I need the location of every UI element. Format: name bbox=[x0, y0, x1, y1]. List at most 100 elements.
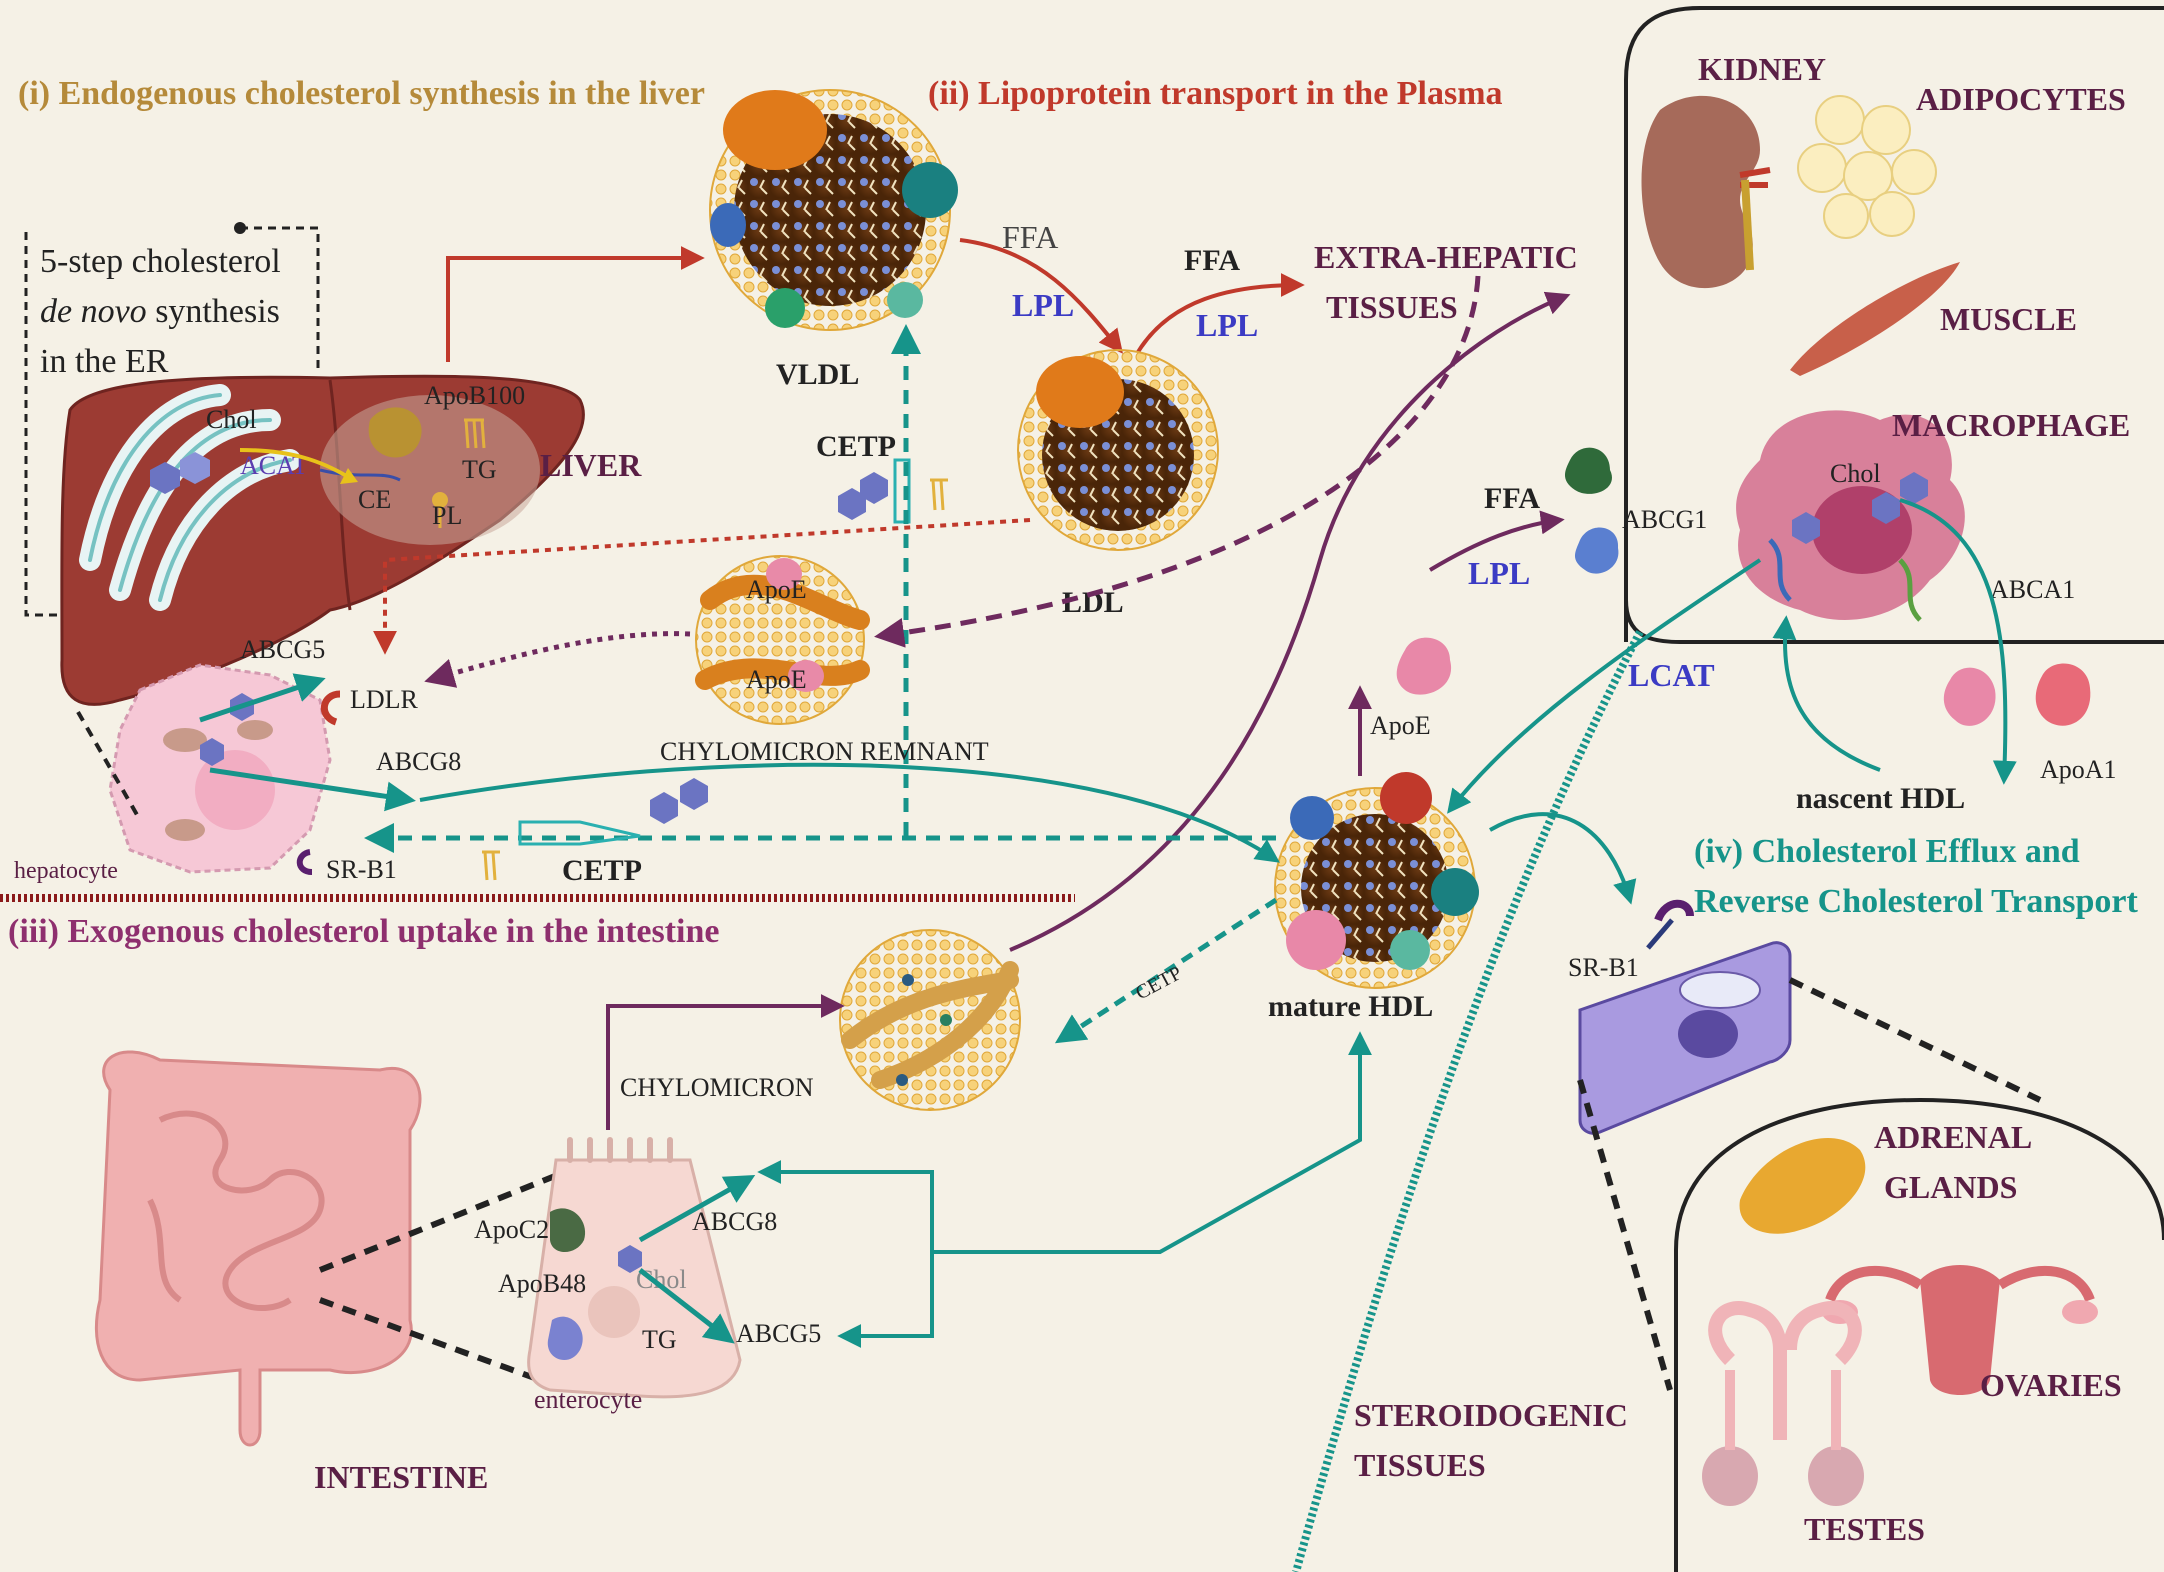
steroidogenic-panel-border bbox=[1674, 1097, 2164, 1572]
abcg1-label: ABCG1 bbox=[1622, 505, 1707, 534]
abcg8-ent-arrow bbox=[638, 1175, 756, 1243]
hdl-to-chylomicron-dashed bbox=[1054, 897, 1278, 1044]
macrophage-cell bbox=[1736, 410, 1965, 622]
srb1-hep-label: SR-B1 bbox=[326, 855, 397, 884]
adipocytes-illustration bbox=[1797, 95, 1937, 239]
section-title-endogenous: (i) Endogenous cholesterol synthesis in … bbox=[18, 75, 705, 112]
section-title-plasma: (ii) Lipoprotein transport in the Plasma bbox=[928, 75, 1503, 112]
hdl-to-steroid-cell-arrow bbox=[1489, 812, 1637, 905]
chylomicron-to-tissues-arrow bbox=[1009, 291, 1571, 952]
adipocytes-label: ADIPOCYTES bbox=[1916, 81, 2126, 117]
cetp-top-protein bbox=[838, 458, 948, 524]
enterocyte-to-chylomicron-arrow bbox=[606, 994, 845, 1130]
hepatocyte-pointer bbox=[76, 711, 142, 821]
lcat-label: LCAT bbox=[1628, 657, 1715, 693]
ldlr-receptor bbox=[321, 690, 341, 726]
srb1-steroid-label: SR-B1 bbox=[1568, 953, 1639, 982]
extra-hepatic-label-1: EXTRA-HEPATIC bbox=[1314, 239, 1578, 275]
er-label-line2: de novo synthesis bbox=[40, 293, 280, 330]
muscle-label: MUSCLE bbox=[1940, 301, 2077, 337]
chylomicron-label: CHYLOMICRON bbox=[620, 1073, 814, 1102]
chylomicron-particle bbox=[839, 929, 1021, 1111]
acat-arrowhead bbox=[340, 468, 358, 484]
liver-chol-label: Chol bbox=[206, 405, 257, 434]
enterocyte-loop-arrow-bottom bbox=[837, 1252, 934, 1348]
er-box-dot bbox=[234, 222, 246, 234]
ffa-1-label: FFA bbox=[1002, 219, 1058, 255]
ffa-2-label: FFA bbox=[1184, 244, 1240, 277]
muscle-illustration bbox=[1790, 262, 1960, 376]
cetp-small-label: CETP bbox=[1132, 962, 1186, 1004]
ldl-label: LDL bbox=[1062, 586, 1124, 619]
intestine-illustration bbox=[94, 1050, 422, 1447]
apoa1-protein bbox=[2035, 663, 2091, 726]
ldl-to-tissues-arrow bbox=[1136, 273, 1305, 354]
chylomicron-remnant-label: CHYLOMICRON REMNANT bbox=[660, 737, 989, 766]
apoe-label: ApoE bbox=[1370, 711, 1431, 740]
abcg5-ent-label: ABCG5 bbox=[736, 1319, 821, 1348]
liver-tg-label: TG bbox=[462, 455, 497, 484]
cetp-bottom-label: CETP bbox=[562, 854, 642, 887]
nascent-to-macrophage-arrow bbox=[1772, 615, 1881, 772]
lpl-2-label: LPL bbox=[1196, 307, 1258, 343]
liver-apob100-label: ApoB100 bbox=[424, 381, 525, 410]
remnant-apoe-bottom: ApoE bbox=[746, 665, 807, 694]
adrenal-label-2: GLANDS bbox=[1884, 1169, 2017, 1205]
lpl-3-label: LPL bbox=[1468, 555, 1530, 591]
section-title-efflux-2: Reverse Cholesterol Transport bbox=[1694, 883, 2138, 920]
nascent-hdl-protein bbox=[1943, 667, 1996, 726]
liver-pl-label: PL bbox=[432, 501, 462, 530]
liver-illustration bbox=[60, 374, 585, 706]
tissues-to-remnant-arrow bbox=[874, 275, 1481, 648]
extra-hepatic-label-2: TISSUES bbox=[1326, 289, 1458, 325]
er-label-line1: 5-step cholesterol bbox=[40, 243, 281, 280]
vldl-particle bbox=[709, 89, 958, 331]
enterocyte-cell bbox=[527, 1137, 742, 1399]
enterocyte-tg-label: TG bbox=[642, 1325, 677, 1354]
mature-hdl-particle bbox=[1274, 772, 1479, 989]
steroidogenic-label-1: STEROIDOGENIC bbox=[1354, 1397, 1628, 1433]
cetp-bottom-protein bbox=[482, 778, 708, 881]
abcg5-ent-arrow bbox=[638, 1268, 735, 1344]
abcg8-ent-label: ABCG8 bbox=[692, 1207, 777, 1236]
srb1-hep-receptor bbox=[296, 849, 313, 875]
macrophage-label: MACROPHAGE bbox=[1892, 407, 2130, 443]
cetp-top-label: CETP bbox=[816, 430, 896, 463]
hepatocyte-to-hdl-arrow bbox=[419, 762, 1280, 863]
steroidogenic-boundary bbox=[1292, 630, 1644, 1572]
apoe-protein bbox=[1396, 637, 1452, 695]
mature-hdl-label: mature HDL bbox=[1268, 990, 1433, 1023]
abcg8-hep-label: ABCG8 bbox=[376, 747, 461, 776]
vldl-to-ldl-arrow bbox=[959, 238, 1123, 354]
liver-to-vldl-arrow bbox=[446, 246, 705, 362]
abcg1-to-hdl-arrow bbox=[1447, 558, 1762, 814]
ovaries-label: OVARIES bbox=[1980, 1367, 2122, 1403]
steroidogenic-cell bbox=[1578, 899, 1792, 1135]
enterocyte-loop-arrow-top bbox=[757, 1160, 934, 1252]
hepatocyte-label: hepatocyte bbox=[14, 858, 118, 884]
ffa-protein-blue bbox=[1575, 527, 1619, 574]
vldl-label: VLDL bbox=[776, 358, 859, 391]
liver-ce-label: CE bbox=[358, 485, 391, 514]
intestine-pointer-bottom bbox=[318, 1297, 542, 1383]
abcg5-hep-arrow bbox=[199, 673, 326, 723]
ffa-3-label: FFA bbox=[1484, 482, 1540, 515]
adrenal-illustration bbox=[1739, 1138, 1866, 1234]
abca1-to-nascent-arrow bbox=[1899, 498, 2017, 785]
steroid-cell-pointer-left bbox=[1577, 1079, 1673, 1391]
macrophage-chol-label: Chol bbox=[1830, 459, 1881, 488]
ldlr-label: LDLR bbox=[350, 685, 419, 714]
steroid-cell-pointer-right bbox=[1788, 977, 2042, 1103]
liver-label: LIVER bbox=[540, 447, 642, 483]
section-title-efflux-1: (iv) Cholesterol Efflux and bbox=[1694, 833, 2080, 870]
ldl-particle bbox=[1017, 349, 1219, 551]
nascent-hdl-label: nascent HDL bbox=[1796, 782, 1965, 815]
enterocyte-label: enterocyte bbox=[534, 1385, 642, 1414]
apoc2-label: ApoC2 bbox=[474, 1215, 549, 1244]
remnant-apoe-top: ApoE bbox=[746, 575, 807, 604]
apoa1-label: ApoA1 bbox=[2040, 755, 2117, 784]
hepatocyte-cell bbox=[108, 663, 332, 874]
abca1-label: ABCA1 bbox=[1990, 575, 2075, 604]
acat-arrow bbox=[239, 448, 352, 480]
